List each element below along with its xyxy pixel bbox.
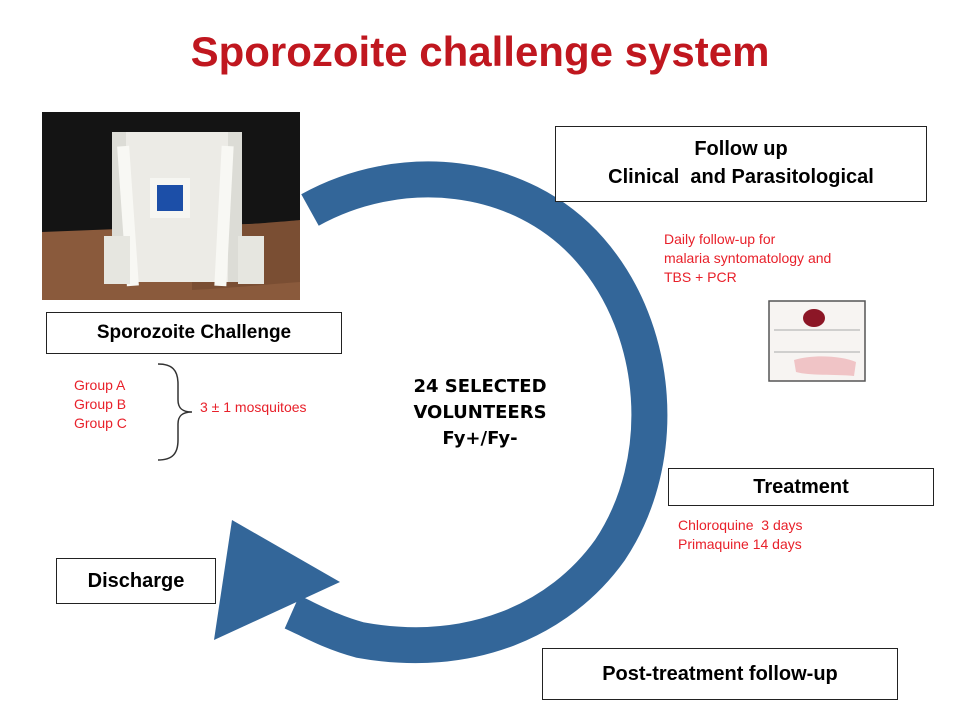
discharge-label: Discharge [87, 570, 185, 592]
treatment-note-2: Primaquine 14 days [678, 536, 802, 552]
group-list: Group A Group B Group C [74, 376, 164, 433]
treatment-box: Treatment [668, 468, 934, 506]
center-label-line3: Fy+/Fy- [442, 428, 518, 449]
follow-up-box: Follow up Clinical and Parasitological [555, 126, 927, 202]
treatment-notes: Chloroquine 3 days Primaquine 14 days [678, 516, 928, 554]
treatment-note-1: Chloroquine 3 days [678, 517, 803, 533]
sporozoite-challenge-box: Sporozoite Challenge [46, 312, 342, 354]
arm-photo [42, 112, 300, 300]
post-treatment-box: Post-treatment follow-up [542, 648, 898, 700]
blood-slide-image [768, 300, 866, 382]
group-brace [157, 363, 193, 461]
follow-up-title: Follow up [694, 138, 788, 160]
center-label: 24 SELECTED VOLUNTEERS Fy+/Fy- [380, 374, 580, 452]
sporozoite-challenge-label: Sporozoite Challenge [96, 322, 292, 343]
center-label-line1: 24 SELECTED [413, 376, 547, 397]
center-label-line2: VOLUNTEERS [413, 402, 547, 423]
group-c: Group C [74, 415, 127, 431]
follow-up-note-2: malaria syntomatology and [664, 250, 832, 266]
group-a: Group A [74, 377, 126, 393]
cycle-arrow-head [214, 520, 340, 640]
follow-up-note-1: Daily follow-up for [664, 231, 776, 247]
mosquito-dose: 3 ± 1 mosquitoes [200, 399, 307, 415]
group-b: Group B [74, 396, 127, 412]
follow-up-notes: Daily follow-up for malaria syntomatolog… [664, 230, 924, 287]
follow-up-note-3: TBS + PCR [664, 269, 737, 285]
discharge-box: Discharge [56, 558, 216, 604]
post-treatment-label: Post-treatment follow-up [602, 663, 838, 685]
follow-up-subtitle: Clinical and Parasitological [608, 166, 874, 188]
cycle-arrow-body [284, 161, 668, 664]
treatment-label: Treatment [753, 476, 849, 498]
page-title: Sporozoite challenge system [190, 28, 770, 75]
